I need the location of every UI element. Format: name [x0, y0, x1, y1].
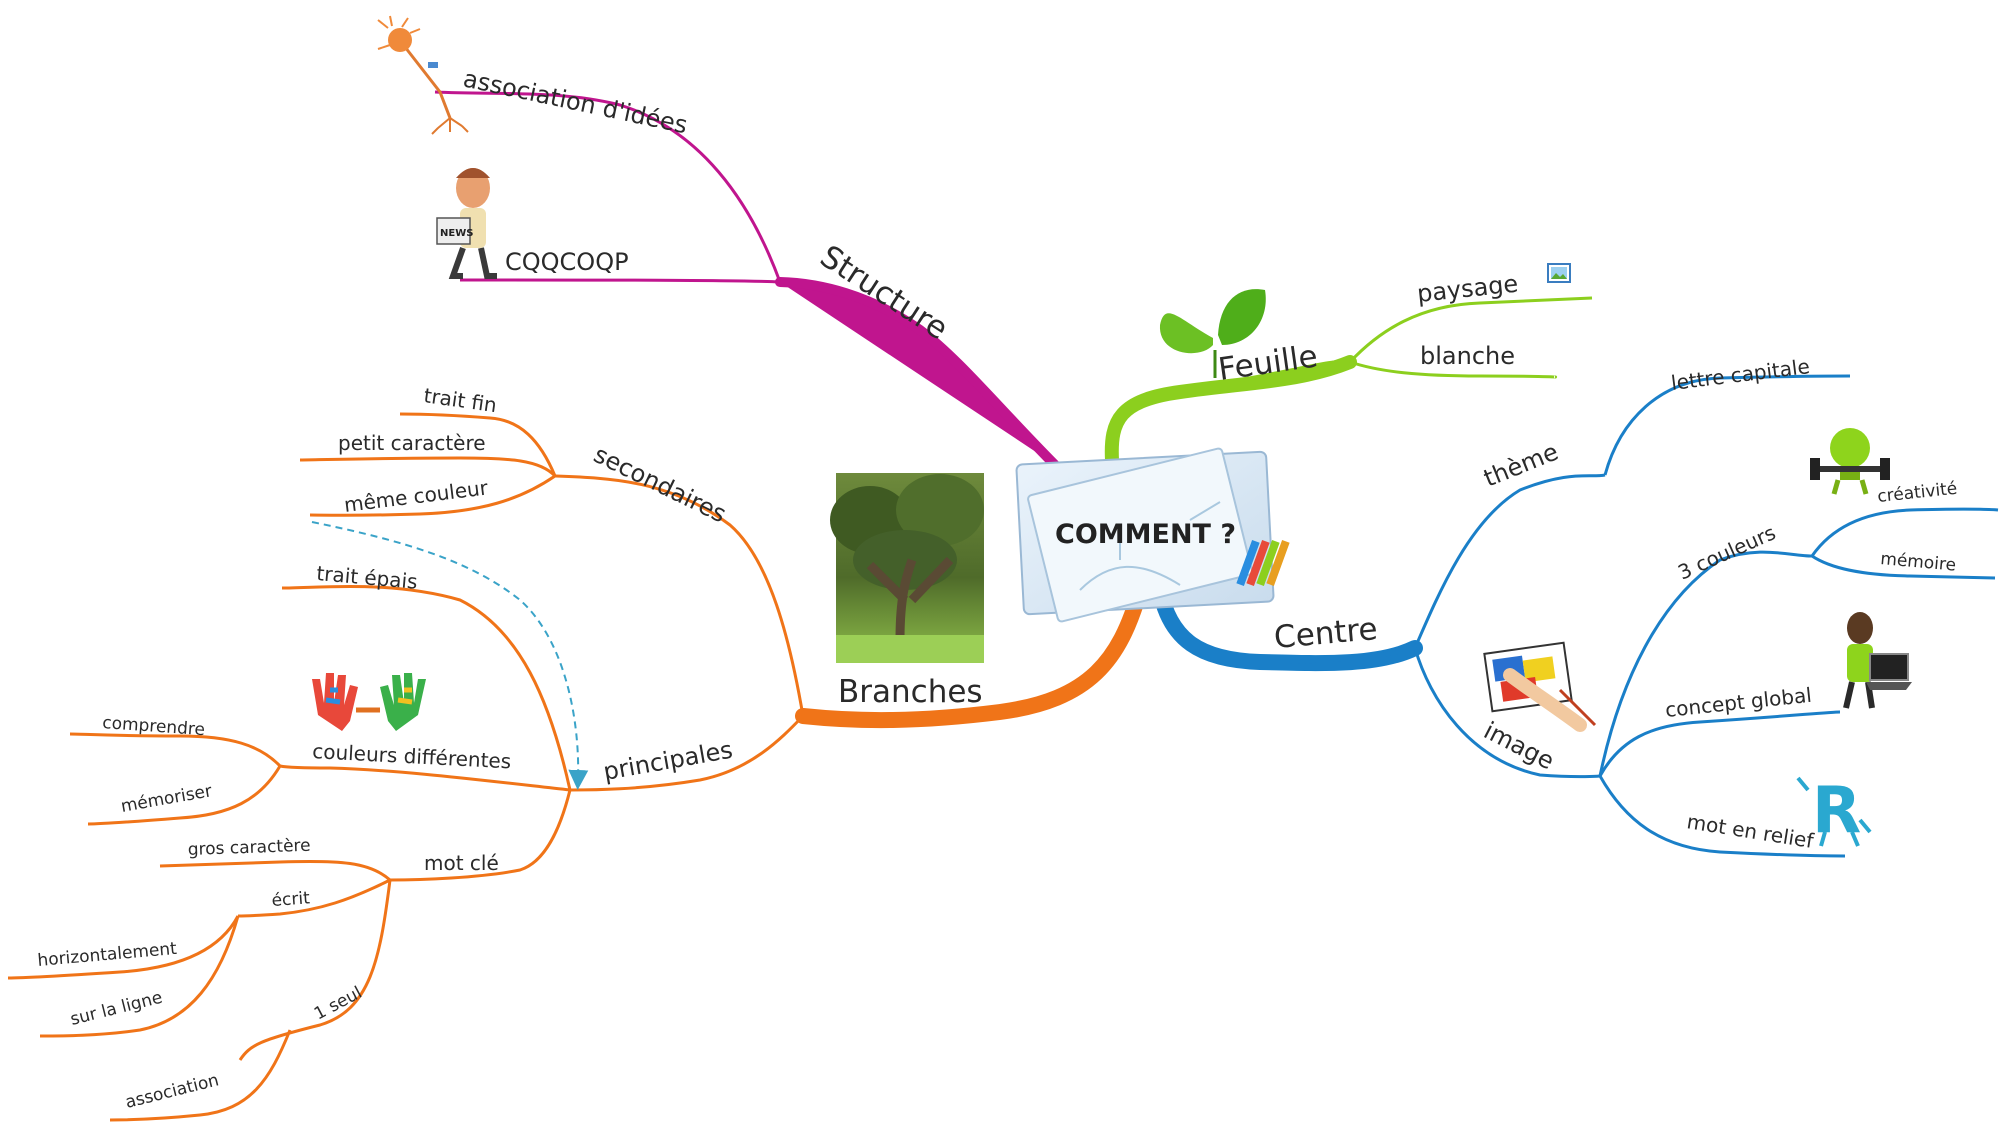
edge-3couleurs-creativite [1810, 507, 1999, 557]
branch-feuille[interactable]: Feuille paysage blanche [1104, 263, 1593, 467]
edge-3couleurs-memoire [1811, 554, 1996, 580]
branch-centre[interactable]: Centre thème lettre capitale image 3 cou… [1152, 354, 1999, 858]
central-paper-front [1027, 447, 1253, 623]
branch-structure-trunk-line [775, 277, 1065, 475]
label-creativite[interactable]: créativité [1876, 479, 1958, 507]
svg-text:NEWS: NEWS [440, 228, 473, 239]
edge-structure-association [434, 90, 782, 283]
central-title[interactable]: COMMENT ? [1055, 519, 1236, 550]
branch-structure-trunk [780, 282, 1060, 468]
edge-motcle-gros [159, 859, 392, 882]
painter-hand-image [1483, 641, 1597, 732]
presenter-laptop-image [1843, 612, 1912, 709]
lightbulb-gym-image [1810, 428, 1890, 495]
label-petit-caractere[interactable]: petit caractère [338, 431, 486, 455]
central-node[interactable]: COMMENT ? [1015, 447, 1290, 623]
label-gros-caractere[interactable]: gros caractère [187, 836, 310, 860]
neuron-image [377, 15, 469, 135]
edge-branches-principales [569, 714, 805, 792]
letter-r-image: R [1796, 774, 1872, 848]
edge-image-relief [1598, 775, 1846, 858]
label-branches[interactable]: Branches [838, 674, 983, 710]
news-man-image: NEWS [436, 168, 497, 279]
label-sur-la-ligne[interactable]: sur la ligne [68, 988, 164, 1030]
leaf-image [1159, 289, 1266, 378]
label-association-idees[interactable]: association d'idées [461, 64, 690, 139]
edge-centre-main [1289, 646, 1416, 664]
edge-1seul-association [109, 1029, 292, 1122]
edge-secondaires-petit [299, 456, 557, 478]
branch-branches[interactable]: Branches secondaires trait fin petit car… [7, 383, 1148, 1122]
edge-secondaires-meme [309, 474, 556, 517]
label-theme[interactable]: thème [1480, 438, 1562, 493]
label-blanche[interactable]: blanche [1420, 342, 1515, 370]
edge-principales-motcle [389, 789, 572, 882]
label-principales[interactable]: principales [601, 736, 735, 786]
label-ecrit[interactable]: écrit [271, 888, 311, 911]
edge-structure-cqqcoqp [459, 278, 781, 284]
markers-icon [1236, 540, 1290, 586]
edge-motcle-ecrit [237, 878, 391, 918]
edge-branches-main [802, 714, 901, 722]
edge-motcle-1seul [238, 879, 392, 1061]
label-mot-cle[interactable]: mot clé [424, 851, 499, 875]
edge-ecrit-ligne [39, 915, 240, 1038]
edge-principales-trait-epais [281, 584, 572, 791]
label-image[interactable]: image [1479, 716, 1558, 775]
central-paper-veins [1079, 501, 1221, 591]
edge-feuille-main [1239, 359, 1351, 382]
picture-icon [1547, 263, 1571, 283]
label-centre[interactable]: Centre [1273, 611, 1379, 656]
label-cqqcoqp[interactable]: CQQCOQP [505, 248, 629, 276]
label-memoriser[interactable]: mémoriser [119, 781, 213, 817]
painted-hands-image [312, 673, 426, 731]
edge-ecrit-horizontalement [7, 915, 240, 980]
label-memoire[interactable]: mémoire [1880, 549, 1957, 576]
tree-image [830, 473, 984, 663]
edge-couleurs-comprendre [69, 732, 282, 768]
edge-secondaires-trait-fin [399, 412, 557, 477]
label-association[interactable]: association [123, 1070, 221, 1113]
label-lettre-capitale[interactable]: lettre capitale [1670, 354, 1811, 395]
edge-centre-theme [1413, 473, 1606, 649]
edge-image-concept [1598, 710, 1841, 777]
edge-feuille-blanche [1349, 360, 1557, 379]
branch-centre-trunk [1152, 582, 1423, 672]
edge-image-3couleurs [1598, 550, 1813, 777]
edge-couleurs-memoriser [87, 765, 282, 826]
branch-feuille-trunk [1104, 355, 1357, 467]
edge-branches-secondaires [554, 474, 805, 717]
edge-theme-lettre [1603, 374, 1851, 476]
label-secondaires[interactable]: secondaires [589, 440, 730, 528]
label-mot-en-relief[interactable]: mot en relief [1685, 809, 1816, 853]
edge-centre-image [1413, 647, 1601, 779]
edge-feuille-paysage [1348, 296, 1593, 364]
edge-principales-couleurs [279, 764, 571, 792]
label-trait-epais[interactable]: trait épais [316, 561, 419, 594]
label-trait-fin[interactable]: trait fin [422, 383, 498, 417]
relation-arrow [311, 521, 589, 790]
